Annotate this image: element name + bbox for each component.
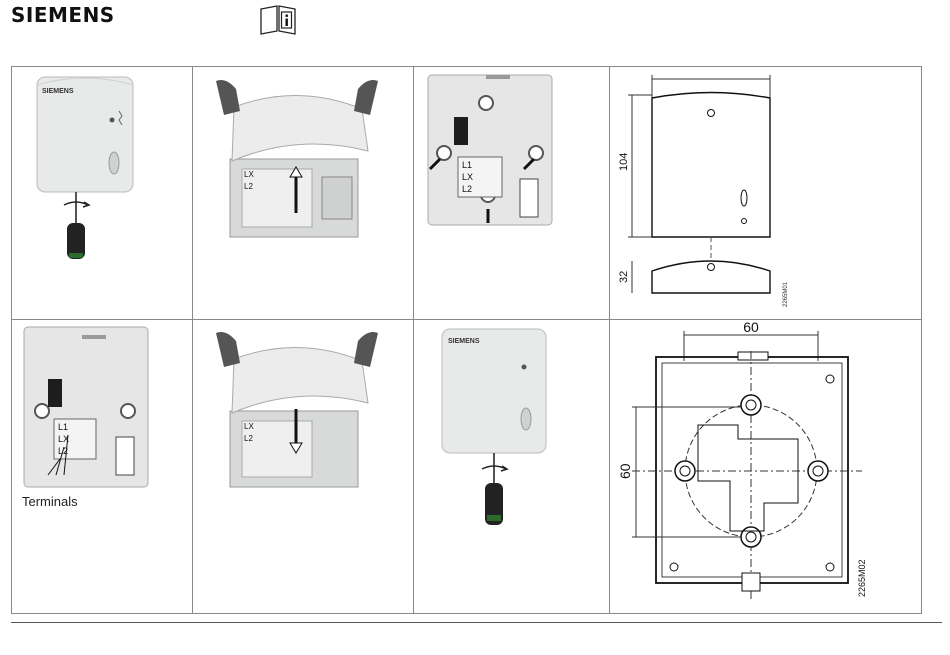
dimension-drawing-mounting-holes: 60 60 2265M02 (612, 321, 922, 611)
svg-text:LX: LX (244, 422, 254, 431)
svg-text:SIEMENS: SIEMENS (448, 338, 480, 345)
svg-text:60: 60 (617, 463, 633, 479)
svg-text:32: 32 (618, 271, 630, 283)
svg-text:LX: LX (244, 170, 254, 179)
photo-terminals-base: L1 LX L2 (20, 325, 190, 495)
svg-text:LX: LX (462, 172, 473, 182)
photo-device-screwdriver-tighten: SIEMENS (432, 325, 602, 535)
dimension-drawing-front-side: 104 32 2265M01 (612, 71, 922, 317)
svg-text:L1: L1 (58, 422, 68, 432)
svg-text:L1: L1 (462, 160, 472, 170)
illustration-grid: SIEMENS LX L2 L1 LX L2 (11, 66, 922, 614)
photo-cover-lift-off: LX L2 (202, 73, 392, 313)
svg-text:104: 104 (618, 153, 630, 171)
svg-text:60: 60 (743, 321, 759, 335)
photo-device-screwdriver-loosen: SIEMENS (20, 73, 180, 313)
svg-text:L2: L2 (244, 182, 253, 191)
terminals-label: Terminals (22, 494, 78, 509)
brand-logo: SIEMENS (11, 3, 115, 27)
svg-text:L2: L2 (462, 184, 472, 194)
svg-text:2265M02: 2265M02 (857, 559, 867, 597)
photo-base-mounting-holes: L1 LX L2 (424, 73, 604, 233)
bottom-divider (11, 622, 942, 623)
svg-text:L2: L2 (244, 434, 253, 443)
svg-text:2265M01: 2265M01 (783, 281, 789, 307)
photo-cover-attach: LX L2 (202, 325, 392, 495)
svg-text:SIEMENS: SIEMENS (42, 88, 74, 95)
info-book-icon (258, 3, 298, 37)
